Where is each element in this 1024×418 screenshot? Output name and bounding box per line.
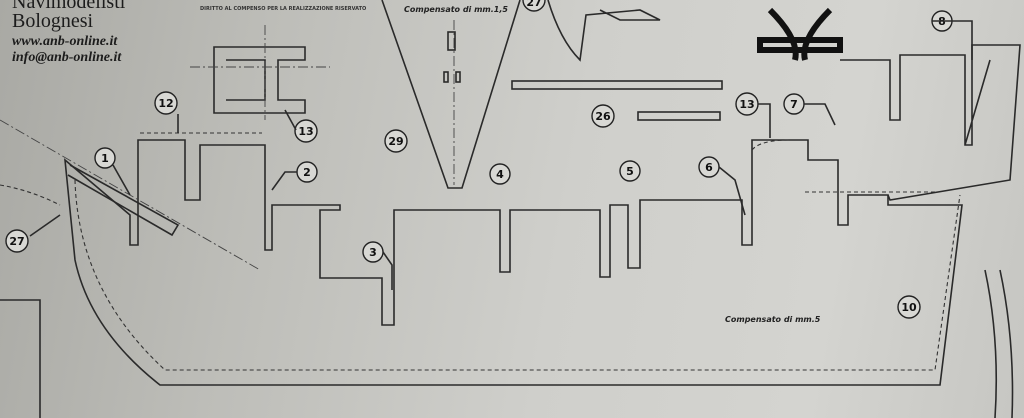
part-13-top (190, 25, 330, 120)
svg-text:27: 27 (9, 235, 24, 248)
svg-text:3: 3 (369, 246, 377, 259)
svg-text:10: 10 (901, 301, 917, 314)
part-29 (381, 0, 521, 189)
svg-text:1: 1 (101, 152, 109, 165)
plywood-1-5-note: Compensato di mm.1,5 (404, 5, 508, 14)
leader-lines (29, 20, 973, 290)
svg-text:27: 27 (526, 0, 541, 9)
svg-text:6: 6 (705, 161, 713, 174)
rights-notice: DIRITTO AL COMPENSO PER LA REALIZZAZIONE… (200, 6, 366, 12)
part-10-hull (64, 132, 963, 386)
part-label-12: 12 (154, 91, 178, 115)
part-label-1: 1 (94, 147, 116, 169)
brand-website: www.anb-online.it (12, 34, 118, 49)
part-8 (840, 44, 1021, 201)
part-label-6: 6 (698, 156, 720, 178)
svg-text:4: 4 (496, 168, 504, 181)
part-27-outline (0, 184, 61, 206)
part-label-2: 2 (296, 161, 318, 183)
svg-text:7: 7 (790, 98, 798, 111)
part-label-27: 27 (5, 229, 29, 253)
part-right-edge (984, 269, 1014, 418)
part-label-7: 7 (783, 93, 805, 115)
brand-email: info@anb-online.it (12, 50, 122, 65)
part-label-26: 26 (591, 104, 615, 128)
part-label-13: 13 (735, 92, 759, 116)
part-label-29: 29 (384, 129, 408, 153)
part-label-4: 4 (489, 163, 511, 185)
svg-text:13: 13 (739, 98, 754, 111)
part-left-lower (0, 299, 41, 418)
part-27-top (547, 0, 661, 62)
part-label-27-top: 27 (522, 0, 546, 12)
part-label-3: 3 (362, 241, 384, 263)
part-label-5: 5 (619, 160, 641, 182)
svg-text:26: 26 (595, 110, 611, 123)
svg-text:12: 12 (158, 97, 173, 110)
part-label-13-top: 13 (294, 119, 318, 143)
brand-name-line1: Navimodelisti (12, 0, 126, 13)
plywood-5-note: Compensato di mm.5 (725, 315, 821, 324)
svg-text:2: 2 (303, 166, 311, 179)
svg-text:29: 29 (388, 135, 403, 148)
part-26 (511, 80, 723, 121)
part-bracket (757, 7, 843, 61)
svg-text:5: 5 (626, 165, 634, 178)
brand-name-line2: Bolognesi (12, 10, 94, 32)
part-label-10: 10 (897, 295, 921, 319)
svg-text:13: 13 (298, 125, 313, 138)
